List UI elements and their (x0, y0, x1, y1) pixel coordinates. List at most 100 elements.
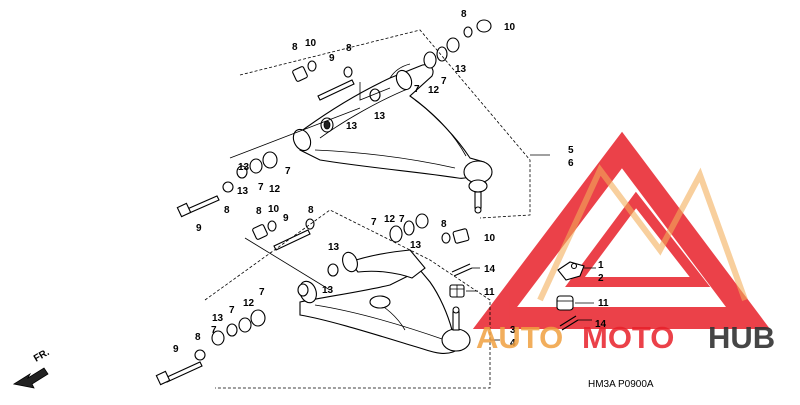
callout-13: 13 (322, 285, 334, 296)
fr-label: FR. (32, 347, 52, 365)
upper-arm-bushing-front (292, 128, 312, 152)
callout-3: 3 (510, 325, 516, 336)
cap-10-rear-a (476, 19, 492, 33)
callout-labels: 8 10 13 7 7 12 8 10 9 8 13 13 7 12 13 7 … (173, 9, 609, 355)
upper-ball-joint-tip (474, 206, 482, 214)
bolt-9-lower-a-head (155, 370, 171, 386)
callout-1: 1 (598, 260, 604, 271)
bushing-7-lower-rear (403, 220, 415, 236)
cotter-pin-14-a (451, 263, 471, 273)
callout-10: 10 (504, 22, 516, 33)
callout-13: 13 (238, 162, 250, 173)
lower-ball-joint (441, 328, 471, 352)
nut-8-upper-b (343, 66, 353, 78)
watermark-logo (472, 131, 770, 329)
bushing-7-rear-a (423, 51, 437, 69)
callout-10: 10 (484, 233, 496, 244)
callout-8: 8 (461, 9, 467, 20)
front-direction-indicator: FR. (12, 347, 52, 389)
washer-8-rear-a (463, 26, 473, 38)
cap-8-upper (292, 66, 308, 82)
callout-8: 8 (224, 205, 230, 216)
callout-9: 9 (283, 213, 289, 224)
lower-leader-box (204, 209, 491, 389)
callout-13: 13 (328, 242, 340, 253)
lower-ball-joint-tip (452, 306, 460, 314)
watermark-word-hub: HUB (708, 320, 775, 355)
callout-13: 13 (455, 64, 467, 75)
callout-2: 2 (598, 273, 604, 284)
bushing-13-rear-a (446, 37, 460, 53)
callout-9: 9 (173, 344, 179, 355)
callout-7: 7 (211, 325, 217, 336)
bolt-9-upper-b (317, 79, 355, 101)
lower-arm-body (299, 269, 461, 354)
callout-9: 9 (196, 223, 202, 234)
collar-7-upper-a (262, 151, 278, 169)
washer-13-upper-a (236, 165, 248, 179)
washer-10-upper (307, 60, 317, 72)
callout-12: 12 (243, 298, 255, 309)
callout-14: 14 (484, 264, 496, 275)
callout-7: 7 (258, 182, 264, 193)
callout-13: 13 (410, 240, 422, 251)
callout-8: 8 (256, 206, 262, 217)
upper-leader-1 (229, 107, 361, 159)
cap-8-lower (252, 224, 268, 240)
callout-7: 7 (441, 76, 447, 87)
bushing-13-lower-a (211, 330, 225, 346)
callout-7: 7 (371, 217, 377, 228)
callout-5: 5 (568, 145, 574, 156)
bushing-13-lower-mid (327, 263, 339, 277)
nut-8-lower-b (305, 218, 315, 230)
bushing-13-rear-b (369, 88, 381, 102)
callout-7: 7 (399, 214, 405, 225)
callout-8: 8 (346, 43, 352, 54)
upper-arm-assembly (176, 19, 550, 219)
lower-arm-shock-mount (369, 295, 391, 309)
bolt-9-upper-a-head (176, 202, 192, 218)
callout-11: 11 (484, 287, 495, 298)
upper-arm-rib-1 (314, 149, 456, 169)
bolt-9-lower-a (164, 361, 203, 383)
nut-8-upper-a (222, 181, 234, 193)
bolt-9-lower-b (273, 229, 311, 251)
callout-10: 10 (305, 38, 317, 49)
callout-14: 14 (595, 319, 607, 330)
watermark-peaks (537, 164, 748, 302)
right-small-parts (449, 261, 596, 331)
callout-4: 4 (510, 338, 516, 349)
callout-7: 7 (229, 305, 235, 316)
lower-leader-1 (244, 237, 331, 291)
upper-arm-bushing-rear (395, 69, 413, 91)
bushing-12-lower-rear (389, 225, 403, 243)
upper-arm-rib-3 (414, 99, 467, 157)
diagram-code: HM3A P0900A (588, 379, 654, 390)
upper-arm-rib-4 (389, 63, 411, 79)
clip-1-2 (557, 261, 585, 281)
callout-9: 9 (329, 53, 335, 64)
front-arrow-icon (12, 367, 49, 389)
callout-11: 11 (598, 298, 609, 309)
watermark-triangle-outer (472, 131, 770, 329)
bushing-12-rear-a (436, 46, 448, 62)
collar-7-lower-a (250, 309, 266, 327)
callout-13: 13 (346, 121, 358, 132)
lower-arm-upper-member (349, 249, 426, 279)
cotter-pin-14-b (559, 315, 577, 327)
upper-leader-box (239, 29, 531, 219)
lower-ball-joint-stud (452, 311, 460, 331)
lower-arm-rib-1 (314, 304, 446, 341)
callout-12: 12 (269, 184, 281, 195)
callout-12: 12 (384, 214, 396, 225)
callout-8: 8 (308, 205, 314, 216)
bushing-13-lower-front (297, 283, 309, 297)
bushing-12-lower-a (238, 317, 252, 333)
callout-12: 12 (428, 85, 440, 96)
watermark-text: AUTO MOTO HUB (476, 320, 775, 355)
callout-8: 8 (292, 42, 298, 53)
watermark-word-auto: AUTO (476, 320, 563, 355)
upper-ball-joint-boot (468, 179, 488, 193)
